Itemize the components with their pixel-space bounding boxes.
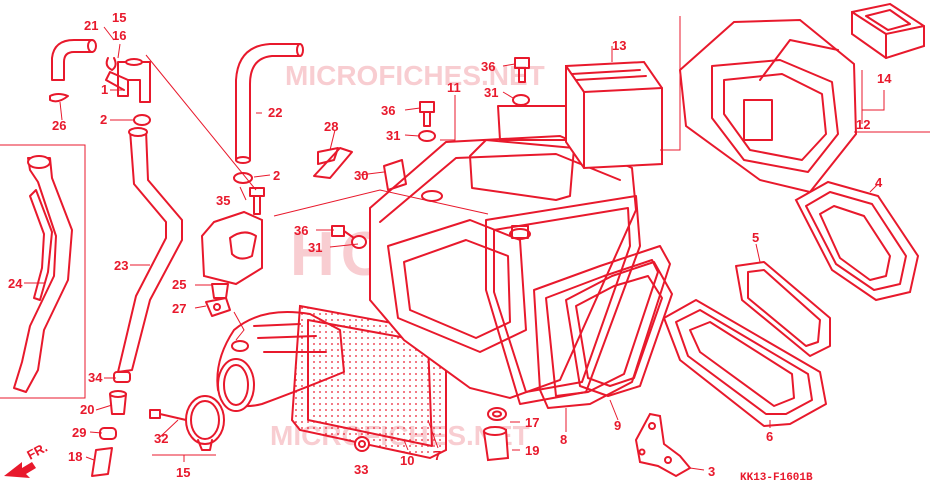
label-part-22: 22 [268,105,282,120]
front-direction-label: FR. [24,440,50,463]
part-36-bolt-top [514,57,530,83]
label-part-36-top: 36 [481,59,495,74]
part-25-drain-tank [200,210,263,299]
label-part-36-mid: 36 [381,103,395,118]
label-part-28: 28 [324,119,338,134]
part-22-breather-hose [235,43,304,164]
part-6-holder-frame [663,299,827,427]
part-20-plug [109,390,127,415]
part-14-cap [851,2,925,60]
label-part-26: 26 [52,118,66,133]
label-part-9: 9 [614,418,621,433]
part-19-sleeve [482,426,510,462]
label-part-5: 5 [752,230,759,245]
label-part-10: 10 [400,453,414,468]
part-30-label [383,159,407,191]
label-part-31-top: 31 [484,85,498,100]
part-12-upper-case [678,18,858,194]
part-28-clip [313,147,353,179]
part-31-grommet-top [512,94,530,106]
bracket-box-24 [0,144,86,399]
label-part-7: 7 [434,448,441,463]
part-36-bolt-mid [419,101,435,127]
label-part-8: 8 [560,432,567,447]
part-13-element-cover [565,60,663,170]
part-32-bolt [149,409,187,421]
part-26-clip [49,93,69,103]
part-1-joint [105,58,151,103]
label-part-13: 13 [612,38,626,53]
label-part-31-left: 31 [308,240,322,255]
label-part-1: 1 [101,82,108,97]
label-part-31-mid: 31 [386,128,400,143]
part-24-tube [13,155,73,393]
label-part-30: 30 [354,168,368,183]
label-part-19: 19 [525,443,539,458]
label-part-25: 25 [172,277,186,292]
part-number-labels: 21 15 16 1 2 26 24 23 25 27 34 20 29 18 … [8,10,892,480]
part-4-element [794,180,920,302]
part-3-bracket [634,412,692,478]
label-part-36-left: 36 [294,223,308,238]
part-15-band [185,395,225,451]
label-part-29: 29 [72,425,86,440]
label-part-21: 21 [84,18,98,33]
part-34-clamp [113,371,131,383]
label-part-32: 32 [154,431,168,446]
part-5-screen [735,261,831,357]
part-16-clip [105,57,117,71]
watermark-top: MICROFICHES.NET [285,60,545,91]
label-part-14: 14 [877,71,892,86]
part-36-bolt-left [331,225,355,239]
label-part-15-bottom: 15 [176,465,190,480]
label-part-24: 24 [8,276,23,291]
label-part-15-top: 15 [112,10,126,25]
label-part-12: 12 [856,117,870,132]
label-part-23: 23 [114,258,128,273]
drawing-code: KK13-F1601B [740,472,813,484]
label-part-6: 6 [766,429,773,444]
label-part-33: 33 [354,462,368,477]
part-10-intake-duct [216,304,447,460]
part-9-seal [565,261,673,397]
part-18-cap [91,447,113,477]
label-part-11: 11 [447,80,461,95]
label-part-2-right: 2 [273,168,280,183]
label-part-17: 17 [525,415,539,430]
part-29-clamp [99,427,117,440]
part-23-tube [117,127,183,373]
label-part-18: 18 [68,449,82,464]
part-27-clip [205,297,231,317]
part-31-grommet-left [351,235,367,249]
part-35-bolt [249,187,265,215]
label-part-20: 20 [80,402,94,417]
label-part-2-left: 2 [100,112,107,127]
leader-lines [24,16,930,471]
part-8-gasket [533,245,671,409]
label-part-16: 16 [112,28,126,43]
label-part-35: 35 [216,193,230,208]
part-33-grommet [354,436,370,452]
label-part-27: 27 [172,301,186,316]
part-21-hose [51,39,97,81]
part-2-clamp-right [233,172,253,184]
label-part-34: 34 [88,370,103,385]
part-17-ring [487,407,507,421]
label-part-3: 3 [708,464,715,479]
part-2-clamp-left [133,114,151,126]
front-direction-arrow: FR. [4,440,50,478]
label-part-4: 4 [875,175,883,190]
part-31-grommet-mid [418,130,436,142]
